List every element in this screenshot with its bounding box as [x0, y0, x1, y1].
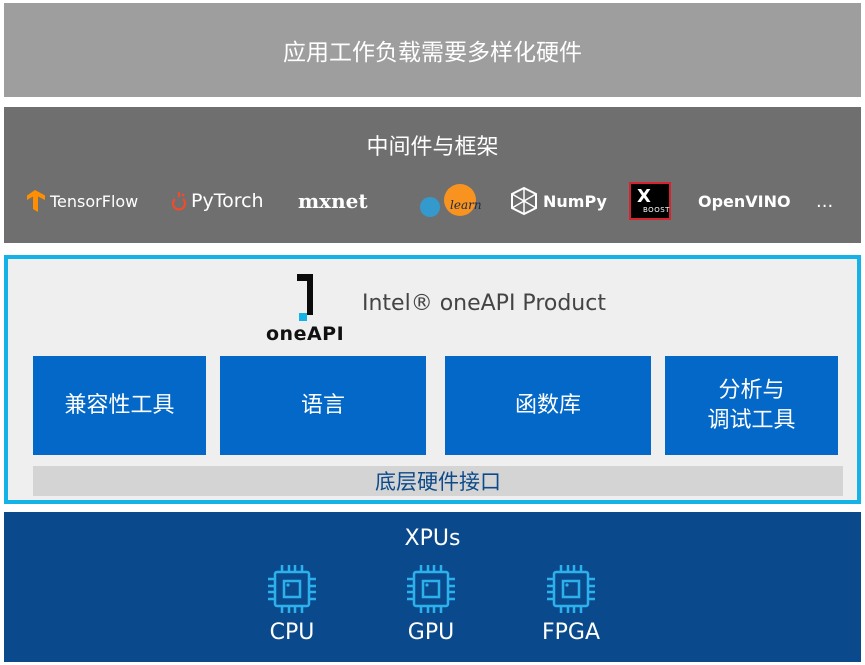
pytorch-logo: PyTorch	[170, 178, 264, 224]
numpy-label: NumPy	[543, 191, 607, 211]
product-title: Intel® oneAPI Product	[362, 291, 606, 316]
gpu-label: GPU	[407, 620, 455, 645]
tool-compatibility: 兼容性工具	[33, 356, 206, 455]
xpu-title: XPUs	[404, 526, 461, 551]
tensorflow-logo: TensorFlow	[24, 178, 138, 224]
scikit-learn-logo: learn	[416, 178, 482, 224]
tool-analysis-debug-label: 分析与 调试工具	[707, 377, 796, 433]
oneapi-one-icon	[297, 274, 313, 321]
fpga-label: FPGA	[541, 620, 601, 645]
numpy-icon	[511, 186, 537, 216]
more-frameworks: ...	[816, 178, 833, 224]
pytorch-icon	[171, 192, 187, 211]
tool-analysis-debug: 分析与 调试工具	[665, 356, 838, 455]
chip-icon	[407, 565, 455, 613]
middleware-title: 中间件与框架	[366, 135, 499, 160]
scikit-learn-label: learn	[450, 198, 482, 212]
pytorch-label: PyTorch	[191, 190, 264, 212]
xpu-band: XPUs CPU GPU	[4, 512, 861, 662]
openvino-label: OpenVINO	[698, 191, 791, 211]
chip-icon	[547, 565, 595, 613]
fpga-item: FPGA	[521, 562, 621, 645]
numpy-logo: NumPy	[509, 178, 607, 224]
hardware-interface-bar: 底层硬件接口	[33, 466, 843, 496]
mxnet-logo: mxnet	[298, 178, 368, 224]
framework-logos: TensorFlow PyTorch mxnet learn NumPy X B…	[4, 178, 861, 224]
xgboost-logo: X BOOST	[629, 178, 671, 224]
tool-libraries-label: 函数库	[514, 392, 581, 418]
xgboost-label: BOOST	[643, 206, 670, 214]
hardware-interface-label: 底层硬件接口	[375, 470, 501, 494]
oneapi-logo-text: oneAPI	[266, 323, 345, 345]
tool-libraries: 函数库	[445, 356, 651, 455]
openvino-logo: OpenVINO	[698, 178, 791, 224]
tensorflow-icon	[27, 190, 45, 212]
scikit-learn-icon	[420, 184, 476, 217]
workload-band: 应用工作负载需要多样化硬件	[4, 3, 861, 97]
oneapi-band: oneAPI Intel® oneAPI Product 兼容性工具 语言 函数…	[4, 255, 861, 504]
ellipsis-label: ...	[816, 190, 834, 212]
tool-compatibility-label: 兼容性工具	[64, 392, 175, 418]
tool-language-label: 语言	[300, 392, 345, 418]
middleware-band: 中间件与框架	[4, 107, 861, 243]
oneapi-logo: oneAPI	[266, 271, 348, 345]
gpu-item: GPU	[381, 562, 481, 645]
tool-language: 语言	[220, 356, 426, 455]
cpu-item: CPU	[242, 562, 342, 645]
workload-title: 应用工作负载需要多样化硬件	[283, 40, 582, 66]
chip-icon	[268, 565, 316, 613]
xgboost-icon: X BOOST	[629, 182, 671, 220]
cpu-label: CPU	[269, 620, 315, 645]
mxnet-label: mxnet	[298, 189, 368, 213]
tensorflow-label: TensorFlow	[50, 191, 139, 211]
